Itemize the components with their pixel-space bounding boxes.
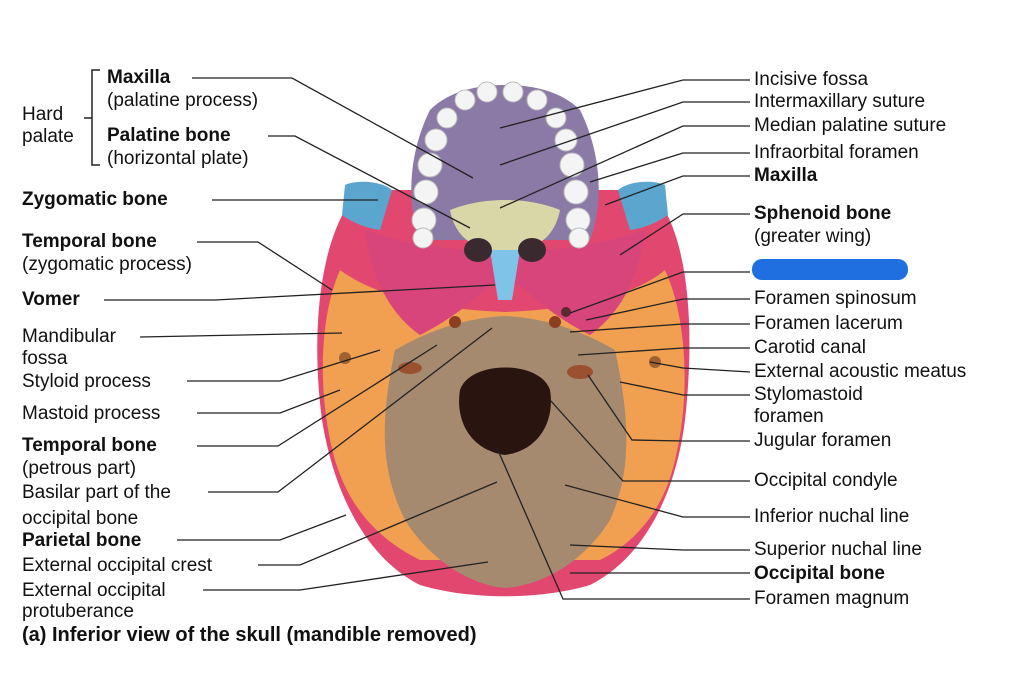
mandibular-fossa-label-2: fossa [22, 348, 68, 369]
zygomatic-left [342, 181, 392, 230]
temporal-zygomatic-sub-label: (zygomatic process) [22, 254, 192, 275]
maxilla-sub-label: (palatine process) [107, 90, 259, 111]
palatine-sub-label: (horizontal plate) [107, 148, 249, 169]
temporal-petrous-sub-label: (petrous part) [22, 458, 137, 479]
foramen-lacerum-label: Foramen lacerum [754, 313, 903, 334]
teeth [411, 81, 591, 249]
infraorbital-foramen-label: Infraorbital foramen [754, 142, 919, 163]
choana-right [518, 238, 546, 262]
maxilla-left-label: Maxilla [107, 67, 171, 88]
stylomastoid-foramen-label-2: foramen [754, 406, 824, 427]
parietal-bone-label: Parietal bone [22, 530, 142, 551]
occipital-condyle-label: Occipital condyle [754, 470, 898, 491]
superior-nuchal-line-label: Superior nuchal line [754, 539, 922, 560]
styloid-process-label: Styloid process [22, 371, 151, 392]
temporal-bone-zygomatic-label: Temporal bone [22, 231, 157, 252]
jugular-foramen-label: Jugular foramen [754, 430, 892, 451]
inferior-nuchal-line-label: Inferior nuchal line [754, 506, 910, 527]
figure-caption: (a) Inferior view of the skull (mandible… [22, 624, 477, 646]
vomer-label: Vomer [22, 289, 80, 310]
stylomastoid-foramen-label-1: Stylomastoid [754, 384, 863, 405]
basilar-label-2: occipital bone [22, 508, 139, 529]
sphenoid-bone-label: Sphenoid bone [754, 203, 892, 224]
hard-palate-label-1: Hard [22, 104, 64, 125]
carotid-canal-label: Carotid canal [754, 337, 866, 358]
external-occipital-protuberance-label-2: protuberance [22, 601, 134, 622]
incisive-fossa-label: Incisive fossa [754, 69, 869, 90]
choana-left [464, 238, 492, 262]
hard-palate-bracket [84, 69, 100, 166]
vomer-shape [490, 250, 520, 300]
intermaxillary-suture-label: Intermaxillary suture [754, 91, 926, 112]
zygomatic-bone-label: Zygomatic bone [22, 189, 168, 210]
occipital-bone-label: Occipital bone [754, 563, 885, 584]
sphenoid-sub-label: (greater wing) [754, 226, 872, 247]
leader-lines [104, 77, 751, 600]
median-palatine-suture-label: Median palatine suture [754, 115, 947, 136]
external-acoustic-meatus-label: External acoustic meatus [754, 361, 967, 382]
foramen-magnum-label: Foramen magnum [754, 588, 910, 609]
redaction-bar [752, 259, 908, 280]
mandibular-fossa-label-1: Mandibular [22, 326, 116, 347]
mastoid-process-label: Mastoid process [22, 403, 161, 424]
hard-palate-label-2: palate [22, 126, 74, 147]
palatine-bone-label: Palatine bone [107, 125, 231, 146]
zygomatic-right [618, 181, 668, 230]
external-occipital-crest-label: External occipital crest [22, 555, 213, 576]
maxilla-right-label: Maxilla [754, 165, 818, 186]
skull-illustration [317, 81, 690, 597]
foramen-spinosum-label: Foramen spinosum [754, 288, 917, 309]
basilar-label-1: Basilar part of the [22, 482, 171, 503]
temporal-bone-petrous-label: Temporal bone [22, 435, 157, 456]
foramen-magnum-shape [459, 367, 551, 455]
external-occipital-protuberance-label-1: External occipital [22, 580, 166, 601]
